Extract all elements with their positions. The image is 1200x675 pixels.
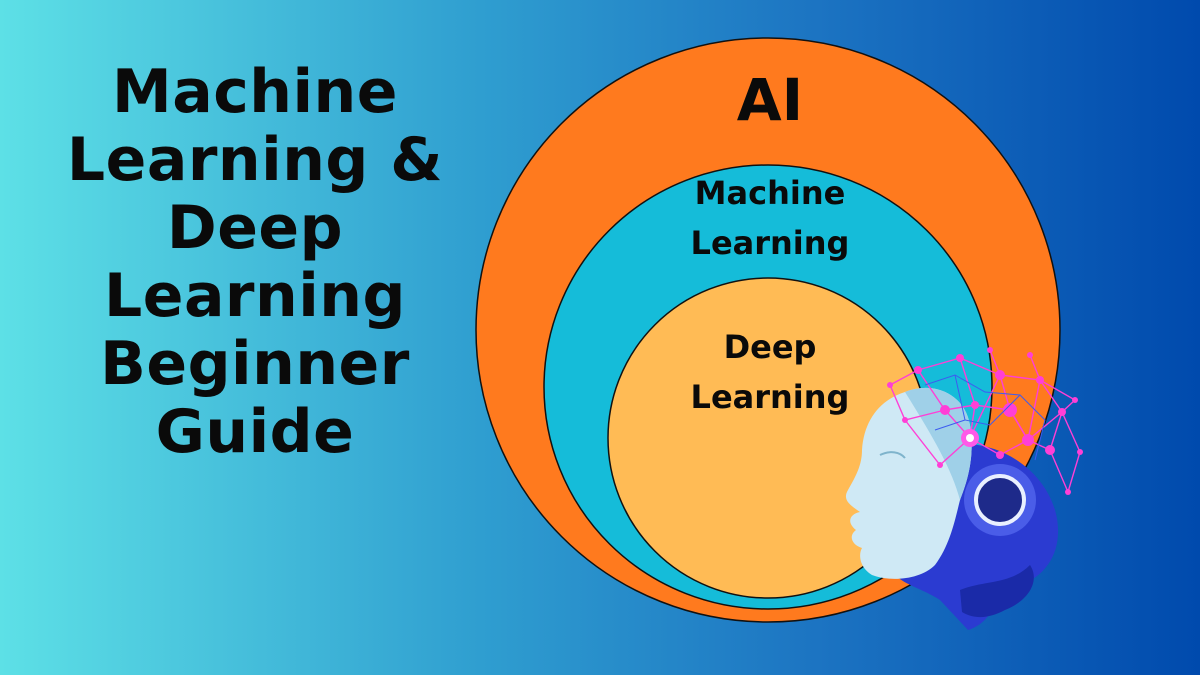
machine-learning-label: Machine Learning (660, 168, 880, 268)
neural-network-blue-lines (924, 374, 1046, 461)
machine-learning-label-line: Learning (690, 224, 850, 262)
title-line: Learning & (66, 125, 444, 195)
title-block: Machine Learning & Deep Learning Beginne… (30, 58, 480, 466)
title-line: Machine (112, 57, 398, 127)
deep-learning-label-line: Deep (723, 328, 817, 366)
title-line: Learning (104, 261, 406, 331)
title-line: Beginner (100, 329, 410, 399)
title-line: Guide (155, 397, 355, 467)
machine-learning-label-line: Machine (694, 174, 846, 212)
neural-network-nodes (887, 347, 1083, 495)
deep-learning-label: Deep Learning (670, 322, 870, 422)
deep-learning-label-line: Learning (690, 378, 850, 416)
ai-label: AI (736, 66, 804, 134)
robot-head-illustration (845, 387, 1059, 630)
title-line: Deep (166, 193, 344, 263)
